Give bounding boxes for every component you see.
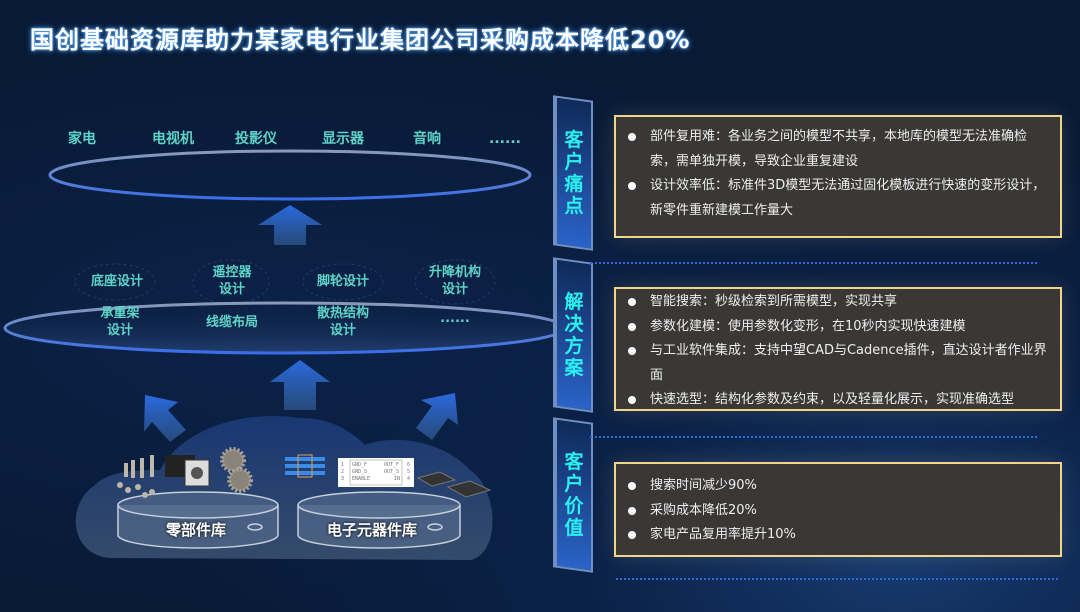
svg-text:2: 2: [341, 469, 344, 475]
svg-text:6: 6: [407, 462, 410, 468]
product-label: 投影仪: [235, 131, 277, 147]
module-label: 升降机构 设计: [428, 265, 482, 297]
tab-solutions: 解决方案: [553, 257, 593, 413]
up-arrow-center: [270, 360, 330, 410]
modules-ring: [3, 301, 567, 355]
svg-text:ENABLE: ENABLE: [352, 476, 370, 482]
divider: [590, 436, 1037, 438]
list-item: 搜索时间减少90%: [626, 474, 1048, 499]
list-item: 参数化建模：使用参数化变形，在10秒内实现快速建模: [626, 315, 1048, 340]
module-label: 遥控器 设计: [212, 265, 252, 297]
product-label: 电视机: [152, 131, 194, 147]
list-item: 与工业软件集成：支持中望CAD与Cadence插件，直达设计者作业界面: [626, 339, 1048, 388]
module-label: 底座设计: [90, 274, 144, 289]
tab-value: 客户价值: [553, 417, 593, 573]
list-item: 部件复用难：各业务之间的模型不共享，本地库的模型无法准确检索，需单独开模，导致企…: [626, 125, 1048, 174]
motor-icon: [165, 455, 210, 487]
product-label: 音响: [413, 131, 441, 147]
svg-text:3: 3: [341, 476, 344, 482]
parts-library-tray: [117, 491, 279, 549]
parts-library-label: 零部件库: [165, 521, 227, 539]
divider: [616, 578, 1058, 580]
svg-text:OUT_F: OUT_F: [384, 462, 399, 468]
module-label: 线缆布局: [205, 315, 259, 330]
product-label: 家电: [68, 131, 96, 147]
product-label: 显示器: [322, 131, 364, 147]
gear-icon: [220, 447, 253, 493]
svg-text:1: 1: [341, 462, 344, 468]
module-label: 脚轮设计: [316, 274, 370, 289]
svg-text:OUT_S: OUT_S: [384, 469, 399, 475]
page-title: 国创基础资源库助力某家电行业集团公司采购成本降低20%: [30, 26, 691, 54]
solutions-box: 智能搜索：秒级检索到所需模型，实现共享 参数化建模：使用参数化变形，在10秒内实…: [614, 287, 1062, 411]
bolts-icon: [117, 455, 155, 498]
list-item: 采购成本降低20%: [626, 499, 1048, 524]
list-item: 智能搜索：秒级检索到所需模型，实现共享: [626, 290, 1048, 315]
svg-text:GND_S: GND_S: [352, 469, 367, 475]
svg-text:GND_F: GND_F: [352, 462, 367, 468]
divider: [590, 262, 1037, 264]
up-arrow-top: [258, 205, 322, 245]
electronics-library-tray: [297, 491, 461, 549]
electronics-library-label: 电子元器件库: [326, 521, 418, 539]
svg-text:4: 4: [407, 476, 410, 482]
svg-text:5: 5: [407, 469, 410, 475]
list-item: 设计效率低：标准件3D模型无法通过固化模板进行快速的变形设计，新零件重新建模工作…: [626, 174, 1048, 223]
module-bubbles: [74, 259, 496, 305]
module-label: 散热结构 设计: [316, 306, 370, 338]
cloud: [75, 415, 493, 560]
module-label: ......: [440, 311, 470, 326]
svg-text:IN: IN: [394, 476, 400, 482]
module-label: 承重架 设计: [100, 306, 140, 338]
ic-package-icon: [285, 454, 325, 478]
tab-pain-points: 客户痛点: [553, 95, 593, 251]
product-label: ......: [489, 131, 521, 147]
list-item: 家电产品复用率提升10%: [626, 523, 1048, 548]
up-arrow-left: [144, 395, 186, 442]
qfp-chip-icon: [416, 471, 492, 498]
value-box: 搜索时间减少90% 采购成本降低20% 家电产品复用率提升10%: [614, 462, 1062, 557]
pain-points-box: 部件复用难：各业务之间的模型不共享，本地库的模型无法准确检索，需单独开模，导致企…: [614, 115, 1062, 238]
up-arrow-right: [416, 393, 458, 440]
list-item: 快速选型：结构化参数及约束，以及轻量化展示，实现准确选型: [626, 388, 1048, 413]
products-ring: [48, 149, 532, 201]
